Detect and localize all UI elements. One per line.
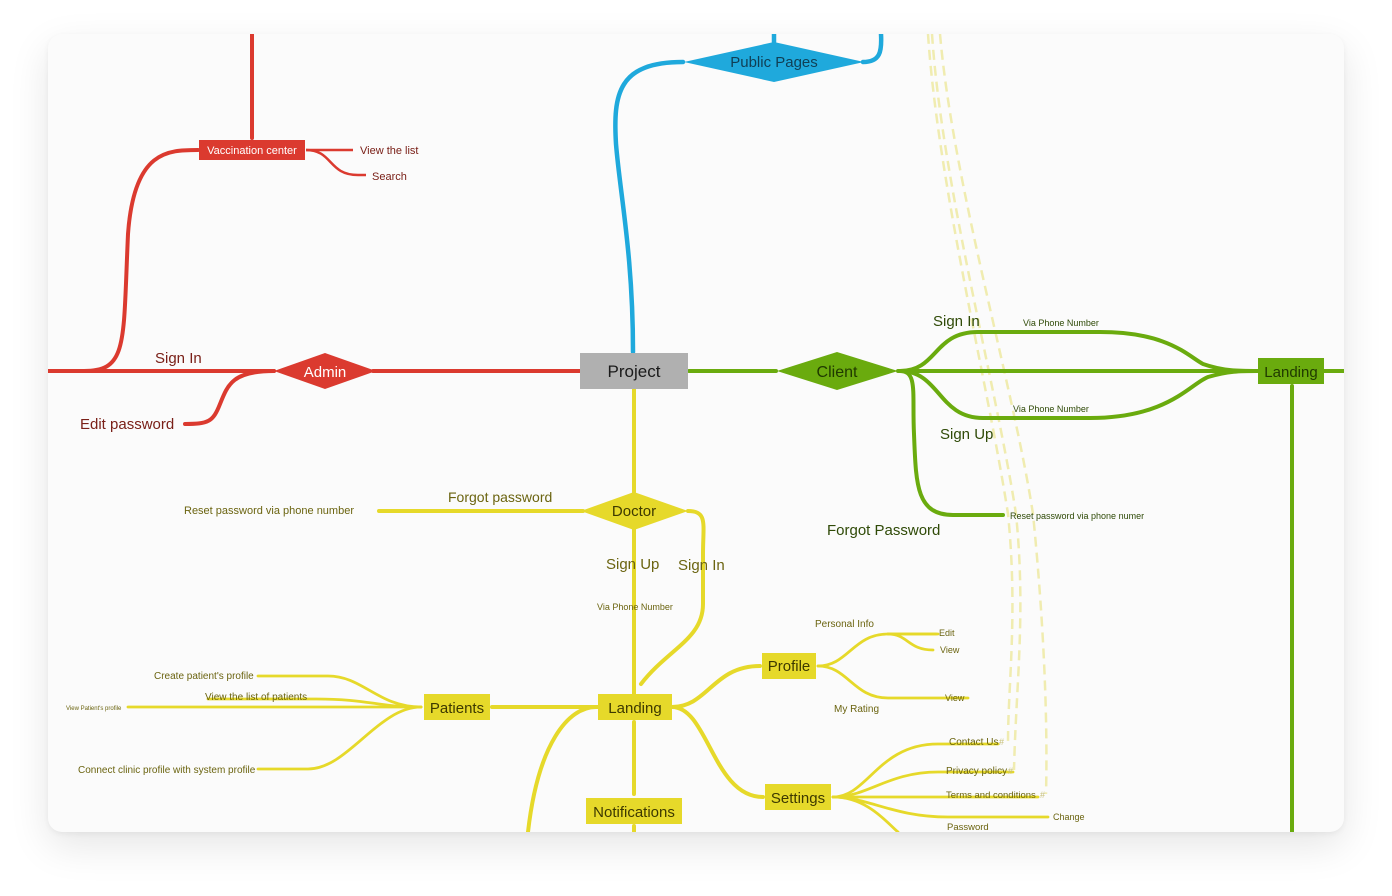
admin-leaves	[305, 148, 366, 177]
profile-view-label[interactable]: View	[940, 645, 960, 655]
settings-node[interactable]	[765, 784, 831, 810]
client-landing-node[interactable]	[1258, 358, 1324, 384]
admin-label: Admin	[304, 364, 347, 381]
doctor-forgot-password-label[interactable]: Forgot password	[448, 489, 552, 505]
client-forgot-password-label[interactable]: Forgot Password	[827, 522, 940, 539]
public-branch	[613, 34, 884, 355]
patients-label: Patients	[430, 700, 484, 717]
contact-us-hash: #	[999, 737, 1004, 747]
mindmap-svg: Project Admin Public Pages Client Landin…	[48, 34, 1344, 832]
admin-node[interactable]	[274, 353, 376, 389]
doctor-branch	[377, 387, 765, 832]
terms-hash: #	[1040, 790, 1045, 800]
doctor-label: Doctor	[612, 503, 656, 520]
privacy-policy-hash: #	[1008, 766, 1013, 776]
mindmap-canvas[interactable]: Project Admin Public Pages Client Landin…	[48, 34, 1344, 832]
client-landing-label: Landing	[1264, 364, 1317, 381]
change-label[interactable]: Change	[1053, 812, 1085, 822]
notifications-node[interactable]	[586, 798, 682, 824]
doctor-reset-password-label[interactable]: Reset password via phone number	[184, 505, 354, 517]
admin-sign-in-label[interactable]: Sign In	[155, 350, 202, 367]
doctor-via-phone-label[interactable]: Via Phone Number	[597, 602, 673, 612]
client-sign-in-label[interactable]: Sign In	[933, 313, 980, 330]
view-list-label[interactable]: View the list	[360, 145, 419, 157]
profile-edit-label[interactable]: Edit	[939, 628, 955, 638]
project-label: Project	[608, 362, 661, 381]
vaccination-center-label: Vaccination center	[207, 145, 297, 157]
terms-label[interactable]: Terms and conditions	[946, 790, 1036, 801]
search-label[interactable]: Search	[372, 171, 407, 183]
settings-label: Settings	[771, 790, 825, 807]
doctor-node[interactable]	[581, 492, 688, 530]
doctor-sign-up-label[interactable]: Sign Up	[606, 556, 659, 573]
edit-password-label[interactable]: Edit password	[80, 416, 174, 433]
patients-node[interactable]	[424, 694, 490, 720]
connect-clinic-label[interactable]: Connect clinic profile with system profi…	[78, 765, 256, 776]
client-sign-up-via-label[interactable]: Via Phone Number	[1013, 404, 1089, 414]
client-sign-up-label[interactable]: Sign Up	[940, 426, 993, 443]
my-rating-label[interactable]: My Rating	[834, 704, 879, 715]
admin-branch	[48, 34, 582, 426]
notifications-label: Notifications	[593, 804, 675, 821]
cross-links	[926, 34, 1048, 795]
personal-info-label[interactable]: Personal Info	[815, 619, 874, 630]
client-branch	[687, 330, 1344, 832]
doctor-sign-in-label[interactable]: Sign In	[678, 557, 725, 574]
create-patient-label[interactable]: Create patient's profile	[154, 671, 254, 682]
project-node[interactable]	[580, 353, 688, 389]
public-pages-label: Public Pages	[730, 54, 818, 71]
view-patient-profile-label[interactable]: View Patient's profile	[66, 706, 122, 712]
privacy-policy-label[interactable]: Privacy policy	[946, 766, 1007, 777]
profile-label: Profile	[768, 658, 811, 675]
vaccination-center-node[interactable]	[199, 140, 305, 160]
client-reset-password-label[interactable]: Reset password via phone numer	[1010, 511, 1144, 521]
password-label[interactable]: Password	[947, 822, 989, 832]
rating-view-label[interactable]: View	[945, 693, 965, 703]
doctor-landing-label: Landing	[608, 700, 661, 717]
client-sign-in-via-label[interactable]: Via Phone Number	[1023, 318, 1099, 328]
client-label: Client	[817, 364, 858, 381]
view-patients-list-label[interactable]: View the list of patients	[205, 692, 307, 703]
doctor-leaves	[126, 632, 1050, 832]
public-pages-node[interactable]	[684, 42, 864, 82]
doctor-landing-node[interactable]	[598, 694, 672, 720]
contact-us-label[interactable]: Contact Us	[949, 737, 998, 748]
client-node[interactable]	[777, 352, 898, 390]
profile-node[interactable]	[762, 653, 816, 679]
